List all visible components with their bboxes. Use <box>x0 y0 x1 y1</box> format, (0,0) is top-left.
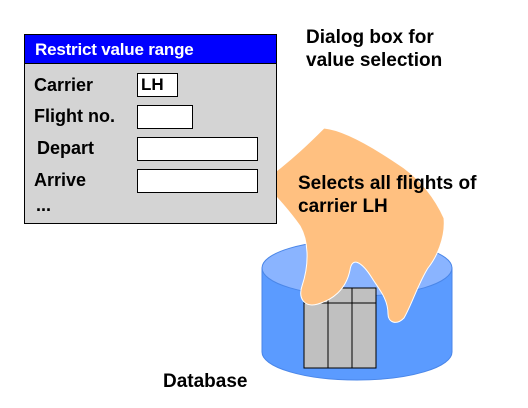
arrive-input[interactable] <box>137 169 258 193</box>
depart-input[interactable] <box>137 137 258 161</box>
flight-no-label: Flight no. <box>34 106 115 126</box>
selection-note-line-1: Selects all flights of <box>298 173 477 194</box>
dialog-note-caption: Dialog box for value selection <box>306 26 442 72</box>
flight-no-input[interactable] <box>137 105 193 129</box>
dialog-note-line-2: value selection <box>306 50 443 71</box>
database-label: Database <box>163 371 248 392</box>
selection-note-caption: Selects all flights of carrier LH <box>298 172 476 218</box>
dialog-note-line-1: Dialog box for <box>306 27 434 48</box>
carrier-input[interactable]: LH <box>137 73 178 97</box>
dialog-title-bar: Restrict value range <box>25 35 276 64</box>
dialog-title: Restrict value range <box>35 40 194 59</box>
carrier-label: Carrier <box>34 75 94 95</box>
dialog-box: Restrict value range Carrier LH Flight n… <box>24 34 277 224</box>
arrive-label: Arrive <box>34 170 87 190</box>
hand-icon <box>261 127 445 323</box>
selection-note-line-2: carrier LH <box>298 196 388 217</box>
depart-label: Depart <box>37 138 95 158</box>
more-fields-ellipsis: ... <box>36 195 52 215</box>
